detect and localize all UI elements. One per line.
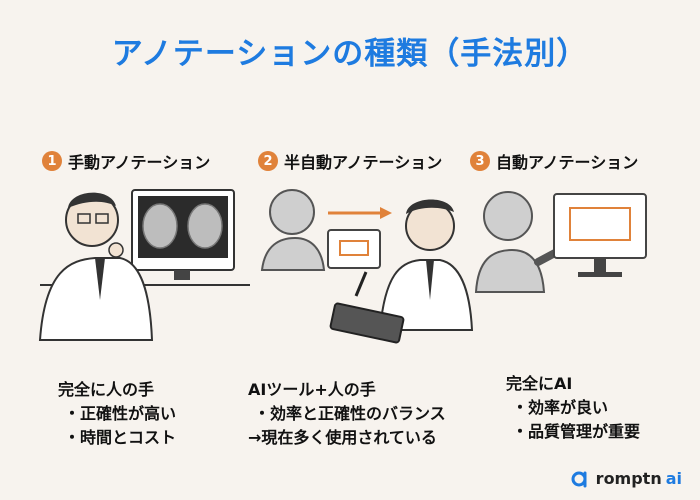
- doctor-figure: [38, 257, 154, 341]
- logo-name: romptn: [595, 468, 662, 488]
- desc-line: ・時間とコスト: [64, 428, 177, 447]
- method-heading-auto: 3 自動アノテーション: [470, 149, 638, 173]
- pen-icon: [354, 271, 368, 297]
- desc-line: 完全にAI: [506, 374, 573, 393]
- desc-line: ・品質管理が重要: [512, 422, 641, 441]
- logo-icon: [571, 471, 587, 488]
- robot-figure: [269, 189, 315, 235]
- desc-line: ・正確性が高い: [64, 404, 177, 423]
- method-heading-semi-auto: 2 半自動アノテーション: [258, 149, 442, 173]
- manual-illustration: [38, 189, 250, 341]
- semi-auto-illustration: [260, 189, 474, 344]
- auto-illustration: [474, 191, 647, 293]
- method-label: 自動アノテーション: [496, 153, 639, 172]
- desc-line: →現在多く使用されている: [248, 428, 437, 447]
- desc-line: AIツール+人の手: [248, 380, 376, 399]
- method-description-semi-auto: AIツール+人の手 ・効率と正確性のバランス →現在多く使用されている: [248, 378, 446, 450]
- desc-line: ・効率と正確性のバランス: [254, 404, 446, 423]
- screen-icon: [553, 193, 647, 259]
- method-heading-manual: 1 手動アノテーション: [42, 149, 210, 173]
- robot-figure: [483, 191, 533, 241]
- desc-line: 完全に人の手: [58, 380, 155, 399]
- tablet-icon: [329, 302, 405, 344]
- brand-logo: romptn ai: [570, 468, 682, 488]
- method-label: 手動アノテーション: [68, 153, 211, 172]
- page-title: アノテーションの種類（手法別）: [111, 36, 589, 72]
- method-description-auto: 完全にAI ・効率が良い ・品質管理が重要: [506, 372, 640, 444]
- number-badge: 3: [470, 151, 490, 171]
- method-description-manual: 完全に人の手 ・正確性が高い ・時間とコスト: [58, 378, 176, 450]
- logo-suffix: ai: [665, 468, 682, 488]
- desc-line: ・効率が良い: [512, 398, 609, 417]
- brain-scan-icon: [187, 203, 223, 249]
- number-badge: 1: [42, 151, 62, 171]
- method-label: 半自動アノテーション: [284, 153, 443, 172]
- human-figure: [378, 259, 474, 331]
- brain-scan-icon: [142, 203, 178, 249]
- number-badge: 2: [258, 151, 278, 171]
